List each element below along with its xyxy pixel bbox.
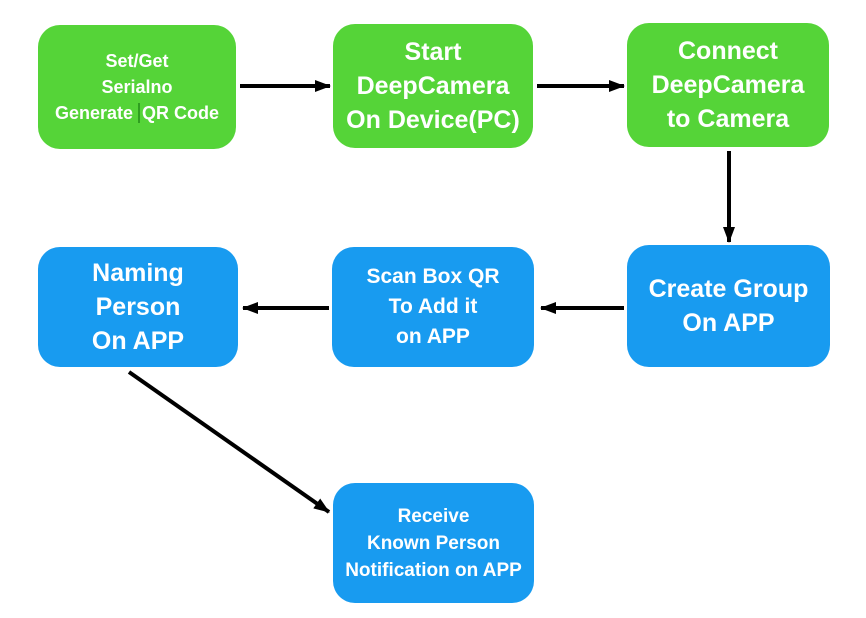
- node-text-line: Known Person: [366, 532, 500, 554]
- node-text-line: Generate QR Code: [55, 100, 219, 126]
- text-caret: [138, 103, 141, 124]
- node-text-line: Start: [404, 38, 462, 66]
- node-text-line: Naming: [92, 259, 184, 287]
- node-text-line: Serialno: [101, 77, 173, 97]
- node-text-line: To Add it: [388, 295, 478, 318]
- node-text-segment: QR Code: [142, 103, 220, 123]
- node-set-get-serialno-generate-qr: Set/Get Serialno Generate QR Code: [38, 25, 236, 149]
- node-text-line: Create Group: [648, 275, 809, 303]
- node-text-line: DeepCamera: [356, 72, 510, 100]
- node-scan-box-qr-to-add-it: Scan Box QR To Add it on APP: [332, 247, 534, 367]
- node-text-line: on APP: [396, 325, 470, 348]
- node-connect-deepcamera-to-camera: Connect DeepCamera to Camera: [627, 23, 829, 147]
- node-text-line: Receive: [397, 505, 470, 527]
- node-text-line: On APP: [682, 309, 775, 337]
- node-text-segment: Generate: [54, 103, 134, 123]
- node-start-deepcamera-on-device: Start DeepCamera On Device(PC): [333, 24, 533, 148]
- node-create-group-on-app: Create Group On APP: [627, 245, 830, 367]
- node-text-line: Connect: [678, 37, 778, 65]
- node-text-line: DeepCamera: [651, 71, 805, 99]
- node-text-line: Notification on APP: [345, 559, 522, 581]
- node-text-line: On Device(PC): [346, 106, 520, 134]
- node-text-line: Set/Get: [105, 51, 169, 71]
- node-receive-known-person-notification: Receive Known Person Notification on APP: [333, 483, 534, 603]
- node-naming-person-on-app: Naming Person On APP: [38, 247, 238, 367]
- node-text-line: to Camera: [666, 105, 790, 133]
- arrow-namingperson-to-receive: [127, 370, 331, 514]
- node-text-line: Person: [95, 293, 181, 321]
- node-text-line: On APP: [91, 327, 185, 355]
- node-text-line: Scan Box QR: [366, 265, 500, 288]
